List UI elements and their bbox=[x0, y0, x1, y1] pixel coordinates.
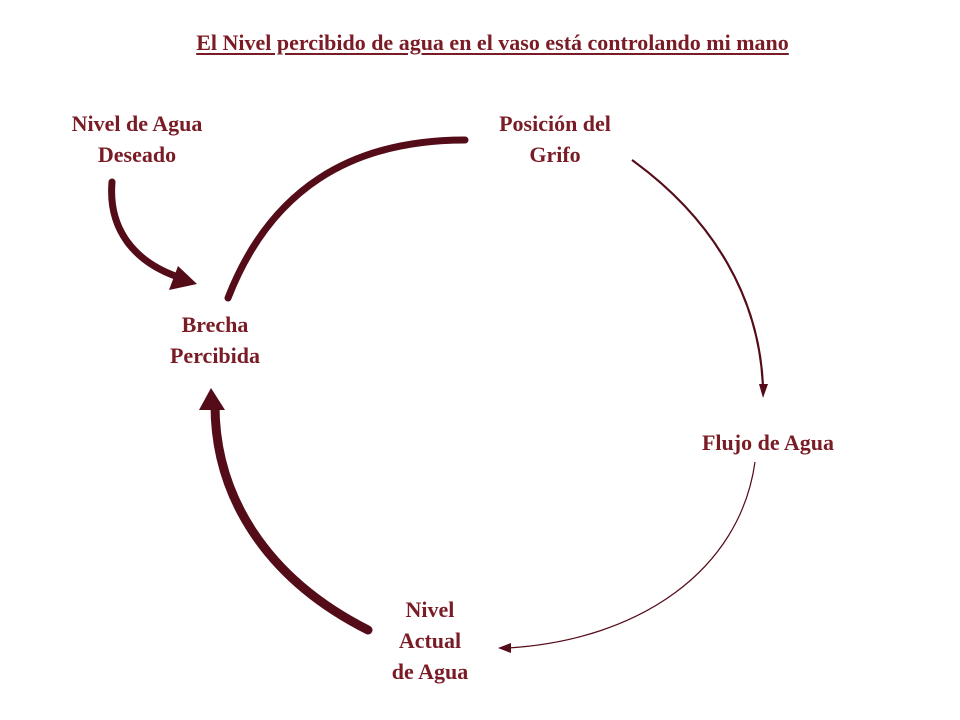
arrow-faucet-to-flow bbox=[631, 159, 765, 389]
node-label-line: Actual bbox=[398, 628, 462, 653]
arrow-desired-to-gap bbox=[108, 178, 182, 281]
node-faucet-position: Posición del Grifo bbox=[475, 108, 635, 170]
node-desired-water-level: Nivel de Agua Deseado bbox=[57, 108, 217, 170]
arrow-actual-to-gap bbox=[210, 400, 373, 635]
node-label-line: Nivel bbox=[405, 597, 455, 622]
arrowhead-actual-to-gap bbox=[199, 388, 225, 410]
node-perceived-gap: Brecha Percibida bbox=[145, 309, 285, 371]
arrow-gap-to-faucet bbox=[224, 136, 469, 302]
node-label-line: Nivel de Agua bbox=[71, 111, 203, 136]
node-label-line: Brecha bbox=[181, 312, 249, 337]
node-label-line: Flujo de Agua bbox=[701, 430, 835, 455]
arrowhead-flow-to-actual bbox=[498, 643, 511, 653]
node-label-line: Deseado bbox=[97, 142, 177, 167]
page-title: El Nivel percibido de agua en el vaso es… bbox=[196, 30, 789, 55]
arrowhead-desired-to-gap bbox=[169, 266, 197, 290]
node-label-line: de Agua bbox=[391, 659, 469, 684]
node-label-line: Posición del bbox=[499, 111, 611, 136]
node-label-line: Percibida bbox=[169, 343, 261, 368]
node-actual-water-level: Nivel Actual de Agua bbox=[370, 594, 490, 687]
node-water-flow: Flujo de Agua bbox=[683, 427, 853, 458]
arrowhead-faucet-to-flow bbox=[759, 384, 768, 398]
arrow-flow-to-actual bbox=[507, 461, 756, 649]
node-label-line: Grifo bbox=[529, 142, 581, 167]
